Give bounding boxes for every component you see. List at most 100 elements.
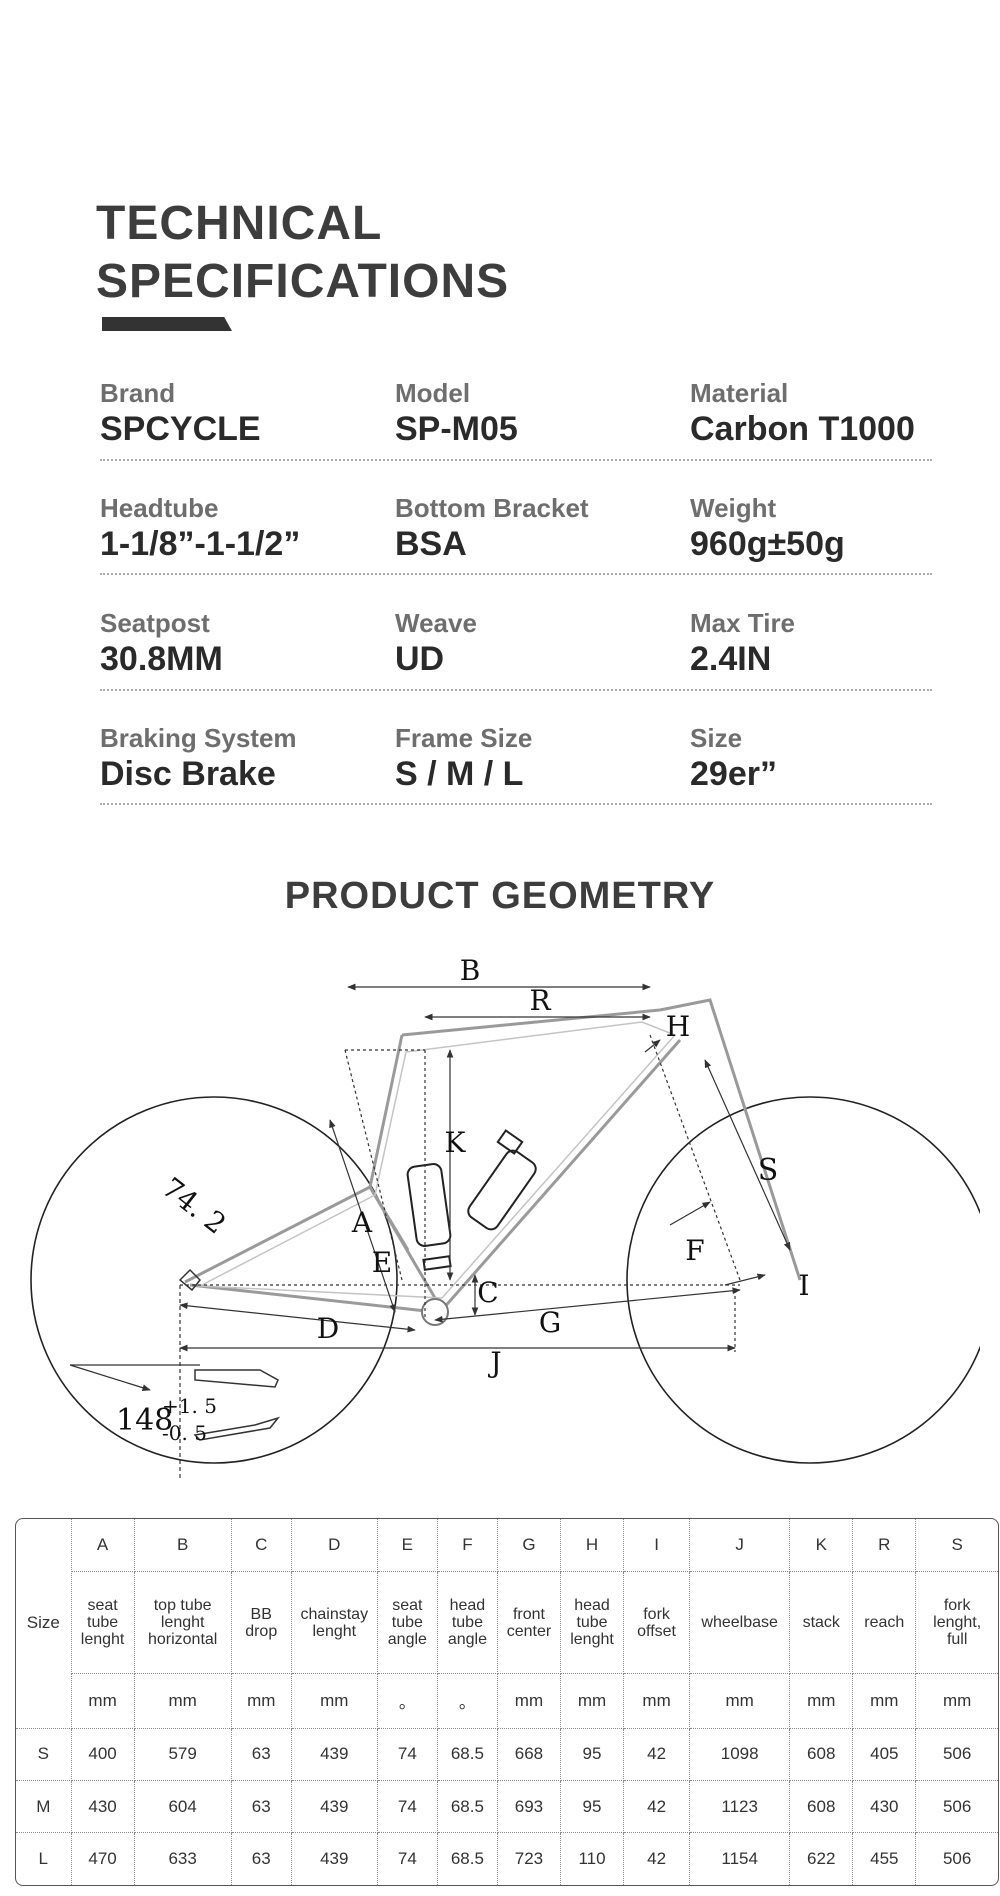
geometry-title: PRODUCT GEOMETRY [284, 875, 716, 917]
spec-label-bottom-bracket: Bottom Bracket [395, 493, 589, 523]
column-description-line: head [449, 1597, 486, 1615]
column-description: stack [789, 1570, 854, 1675]
spec-value-braking-system: Disc Brake [100, 755, 276, 793]
table-cell: 1123 [689, 1779, 791, 1834]
column-description-line: lenght [80, 1631, 125, 1649]
column-unit: mm [623, 1673, 691, 1729]
spec-label-model: Model [395, 378, 471, 408]
column-description-line: tube [87, 1614, 119, 1632]
table-cell: 42 [623, 1832, 691, 1885]
table-cell: 506 [915, 1832, 998, 1885]
spec-label-braking-system: Braking System [100, 723, 297, 753]
spec-divider [100, 459, 932, 461]
column-unit: mm [230, 1673, 292, 1729]
table-cell: 68.5 [436, 1727, 498, 1781]
label-i: I [798, 1269, 809, 1302]
column-unit: mm [852, 1673, 917, 1729]
spec-label-material: Material [690, 378, 789, 408]
column-description-line: lenght, [933, 1614, 982, 1632]
table-cell: 405 [852, 1727, 917, 1781]
spec-value-brand: SPCYCLE [100, 410, 261, 448]
table-cell: 1154 [689, 1832, 791, 1885]
column-description-line: stack [802, 1614, 840, 1632]
spec-label-size: Size [690, 723, 743, 753]
column-unit: mm [133, 1673, 232, 1729]
label-e: E [372, 1246, 392, 1279]
bike-frame [184, 998, 802, 1314]
column-unit: mm [559, 1673, 625, 1729]
bottle-cages [406, 1129, 537, 1271]
table-cell: 1098 [689, 1727, 791, 1781]
table-cell: 42 [623, 1779, 691, 1834]
column-description-line: tube [391, 1614, 423, 1632]
label-b: B [460, 954, 481, 987]
column-description-line: angle [387, 1631, 427, 1649]
column-letter: E [376, 1519, 438, 1572]
spec-value-weave: UD [395, 640, 445, 678]
spec-divider [100, 573, 932, 575]
spec-value-size: 29er” [690, 755, 777, 793]
column-letter: R [852, 1519, 917, 1572]
table-cell: 63 [230, 1779, 292, 1834]
spec-label-max-tire: Max Tire [690, 608, 796, 638]
label-f: F [685, 1234, 704, 1267]
column-unit: mm [915, 1673, 998, 1729]
table-cell: 506 [915, 1727, 998, 1781]
spec-label-headtube: Headtube [100, 493, 219, 523]
table-cell: 439 [290, 1727, 378, 1781]
table-cell: 470 [70, 1832, 135, 1885]
column-description-line: center [506, 1622, 552, 1640]
spec-value-weight: 960g±50g [690, 525, 845, 563]
spec-value-max-tire: 2.4IN [690, 640, 772, 678]
label-dropout-width: 148 [116, 1403, 173, 1438]
column-description-line: wheelbase [701, 1614, 778, 1632]
table-cell: 68.5 [436, 1832, 498, 1885]
table-cell: 668 [496, 1727, 561, 1781]
column-description-line: BB [250, 1605, 272, 1623]
table-cell: 622 [789, 1832, 854, 1885]
table-cell: 68.5 [436, 1779, 498, 1834]
column-description-line: horizontal [147, 1631, 218, 1649]
table-cell: 579 [133, 1727, 232, 1781]
table-cell: 95 [559, 1779, 625, 1834]
row-size: L [16, 1832, 72, 1885]
spec-label-weight: Weight [690, 493, 777, 523]
column-letter: K [789, 1519, 854, 1572]
label-a: A [351, 1206, 373, 1239]
table-cell: 506 [915, 1779, 998, 1834]
bottom-bracket [421, 1298, 449, 1326]
spec-label-weave: Weave [395, 608, 477, 638]
label-s: S [758, 1153, 779, 1188]
table-cell: 430 [852, 1779, 917, 1834]
column-description-line: lenght [570, 1631, 614, 1649]
label-c: C [477, 1276, 498, 1309]
label-seat-angle: 74. 2 [156, 1171, 232, 1241]
column-description-line: reach [864, 1614, 905, 1632]
label-dropout-minus: -0. 5 [162, 1421, 207, 1445]
column-letter: H [559, 1519, 625, 1572]
column-unit: mm [789, 1673, 854, 1729]
table-cell: 608 [789, 1727, 854, 1781]
column-letter: G [496, 1519, 561, 1572]
column-unit: 。 [376, 1673, 438, 1729]
column-description-line: seat [87, 1597, 118, 1615]
column-description-line: fork [943, 1597, 971, 1615]
spec-divider [100, 803, 932, 805]
table-cell: 430 [70, 1779, 135, 1834]
column-letter: I [623, 1519, 691, 1572]
column-description-line: fork [643, 1605, 670, 1623]
label-dropout-plus: +1. 5 [162, 1394, 217, 1418]
rear-wheel [30, 1096, 398, 1464]
column-unit: mm [496, 1673, 561, 1729]
table-cell: 63 [230, 1832, 292, 1885]
